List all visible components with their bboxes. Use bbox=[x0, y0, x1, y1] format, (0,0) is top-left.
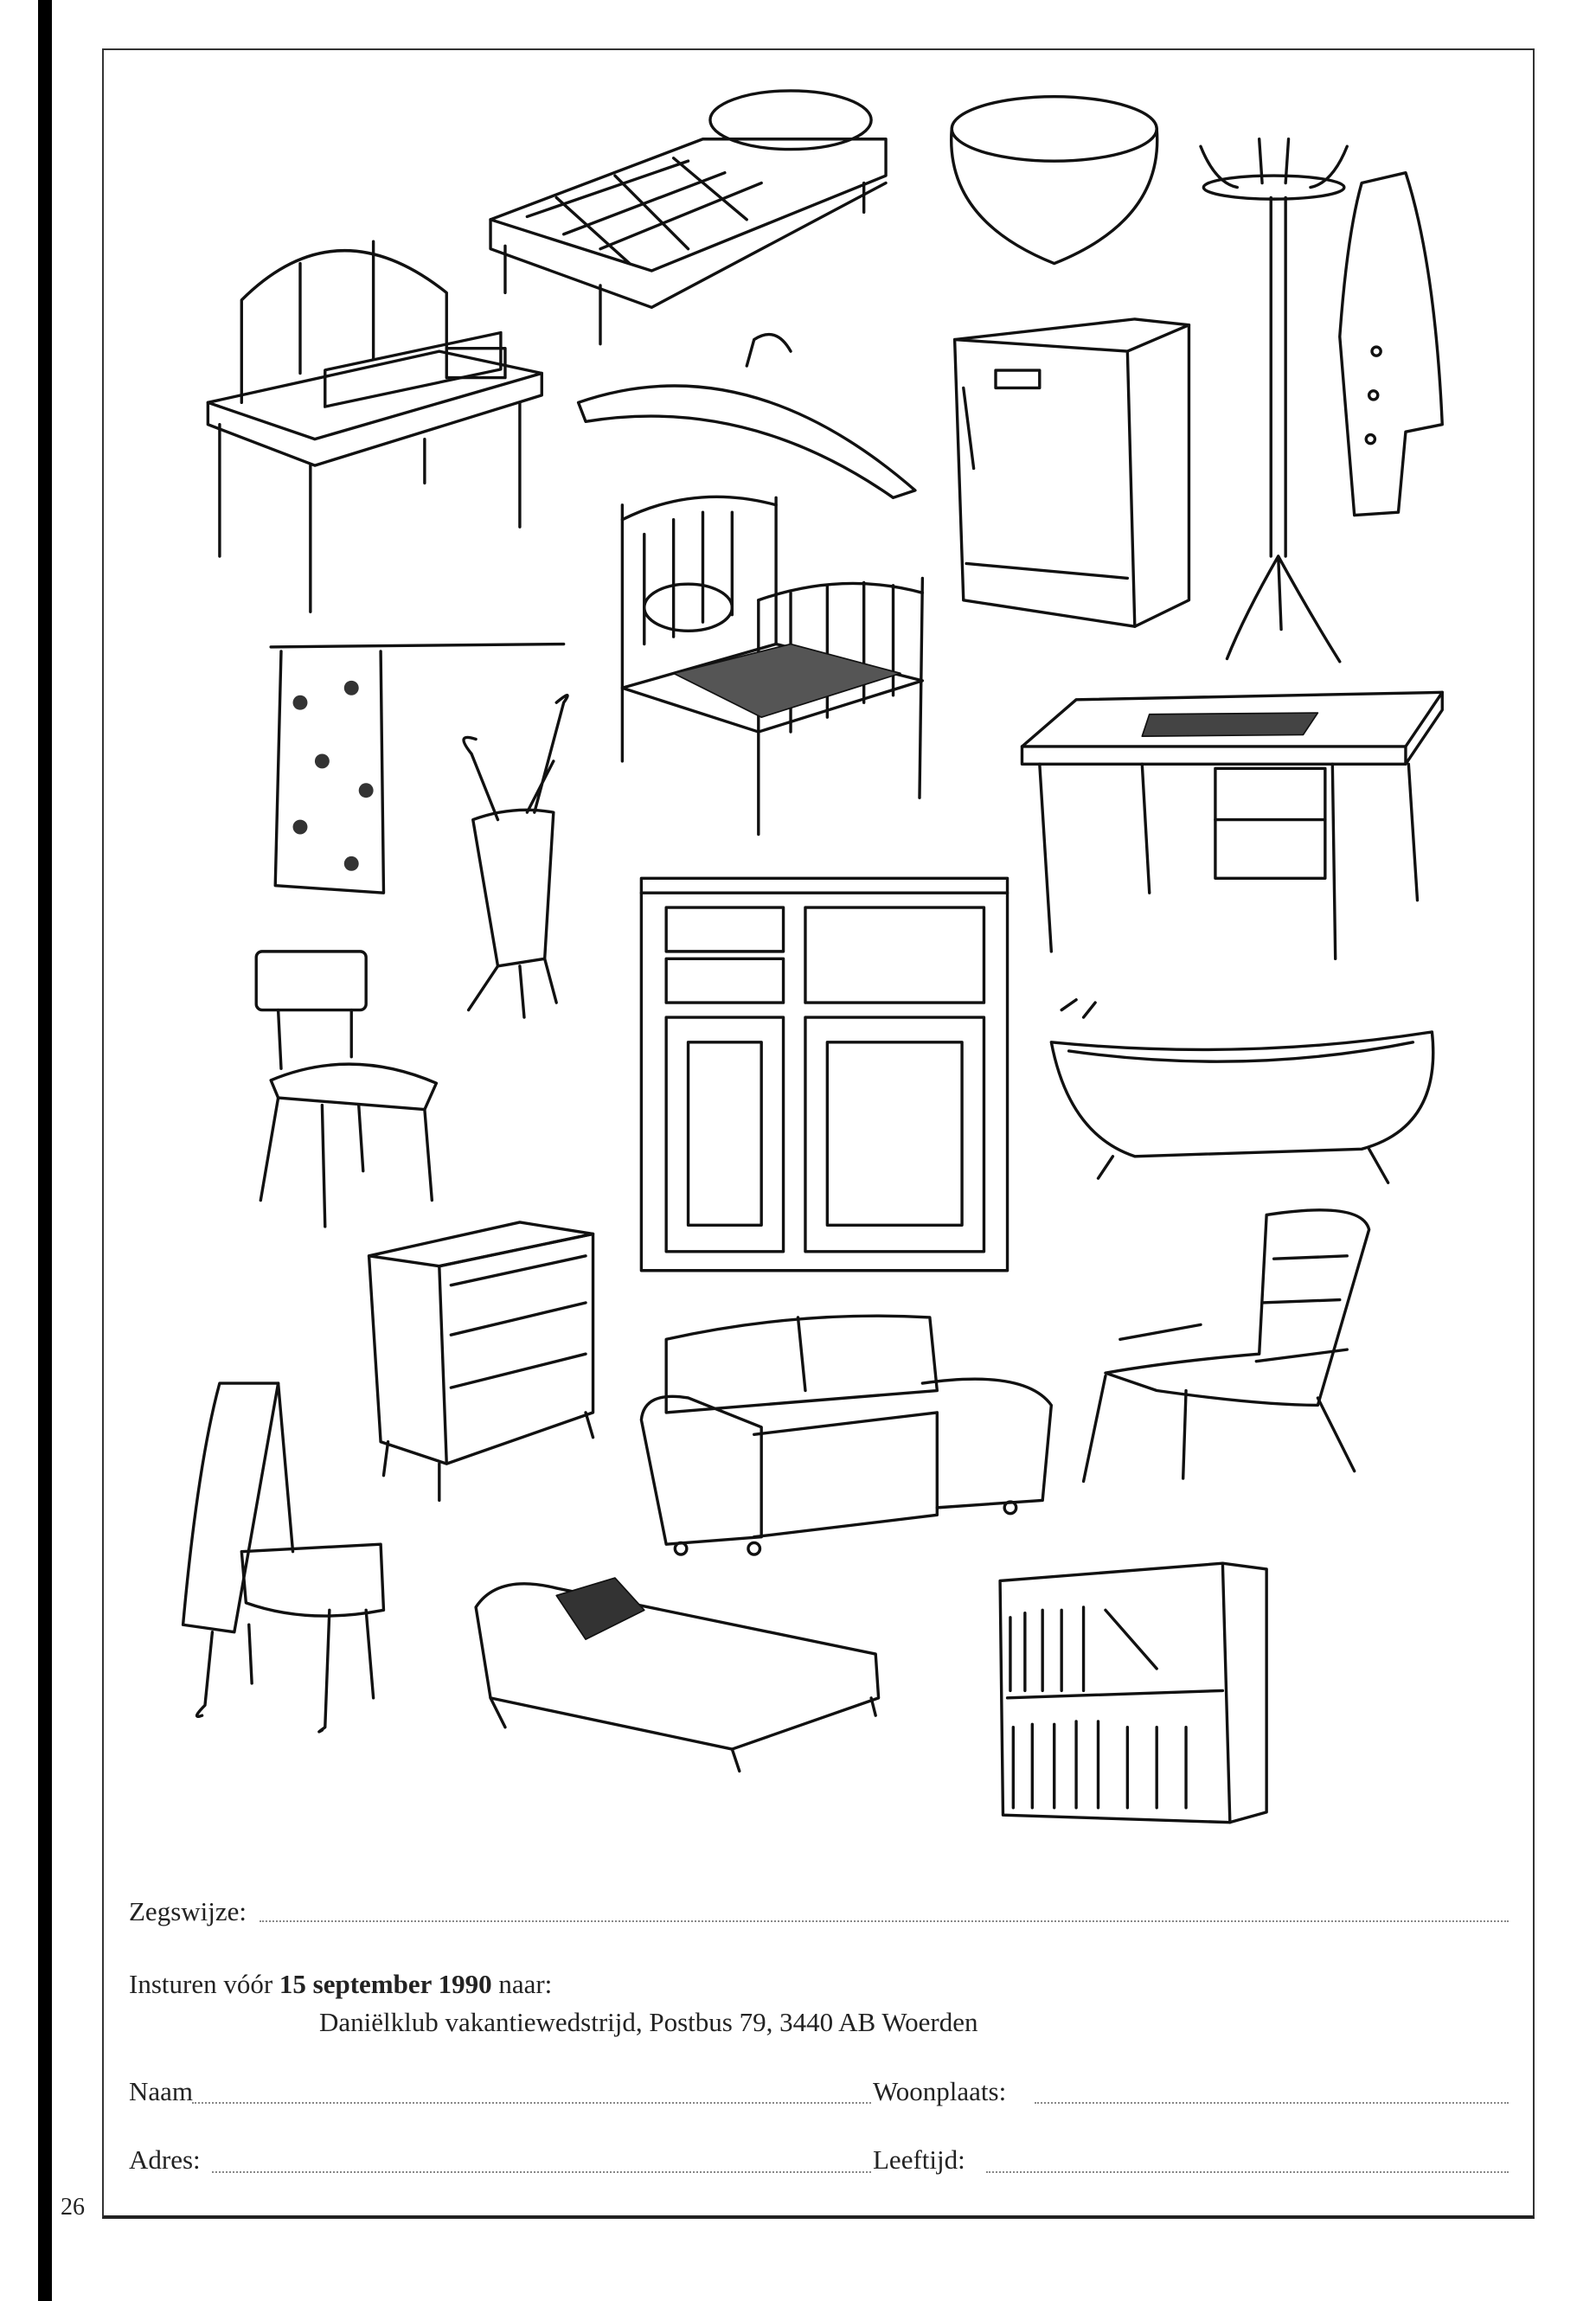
name-label: Naam bbox=[129, 2076, 194, 2106]
saying-label: Zegswijze: bbox=[129, 1896, 247, 1926]
saying-input-line[interactable] bbox=[260, 1920, 1509, 1922]
coat-stand-drawing bbox=[1199, 138, 1349, 663]
name-input-line[interactable] bbox=[192, 2102, 871, 2104]
address-input-line[interactable] bbox=[212, 2171, 871, 2173]
coat-hanger-drawing bbox=[576, 332, 917, 500]
curtain-drawing bbox=[269, 642, 566, 894]
pouf-drawing bbox=[950, 94, 1159, 266]
city-label: Woonplaats: bbox=[873, 2076, 1007, 2106]
submit-prefix: Insturen vóór bbox=[129, 1969, 273, 1999]
bookcase-drawing bbox=[998, 1561, 1268, 1824]
chaise-longue-drawing bbox=[474, 1577, 881, 1773]
cradle-drawing bbox=[181, 1381, 386, 1734]
coat-drawing bbox=[1338, 170, 1444, 517]
page-binding-edge bbox=[38, 0, 52, 2301]
desk-drawing bbox=[1020, 690, 1444, 961]
bathtub-drawing bbox=[1049, 998, 1435, 1184]
submit-date: 15 september 1990 bbox=[279, 1969, 492, 1999]
submit-instruction: Insturen vóór 15 september 1990 naar: bbox=[129, 1971, 552, 1997]
bed-drawing bbox=[489, 89, 888, 346]
mailing-address: Daniëlklub vakantiewedstrijd, Postbus 79… bbox=[319, 2007, 978, 2037]
cupboard-drawing bbox=[639, 876, 1010, 1272]
vanity-table-drawing bbox=[206, 240, 543, 613]
age-input-line[interactable] bbox=[986, 2171, 1509, 2173]
city-input-line[interactable] bbox=[1035, 2102, 1509, 2104]
puzzle-frame bbox=[102, 48, 1535, 2219]
refrigerator-drawing bbox=[952, 317, 1191, 628]
crib-drawing bbox=[620, 495, 925, 836]
sofa-drawing bbox=[639, 1314, 1054, 1556]
address-label: Adres: bbox=[129, 2144, 201, 2175]
submit-suffix: naar: bbox=[498, 1969, 553, 1999]
page-number: 26 bbox=[61, 2194, 85, 2221]
umbrella-stand-drawing bbox=[462, 694, 569, 1019]
lounge-chair-drawing bbox=[1081, 1208, 1371, 1484]
chair-drawing bbox=[254, 950, 439, 1228]
dresser-drawing bbox=[367, 1221, 595, 1503]
age-label: Leeftijd: bbox=[873, 2144, 965, 2175]
